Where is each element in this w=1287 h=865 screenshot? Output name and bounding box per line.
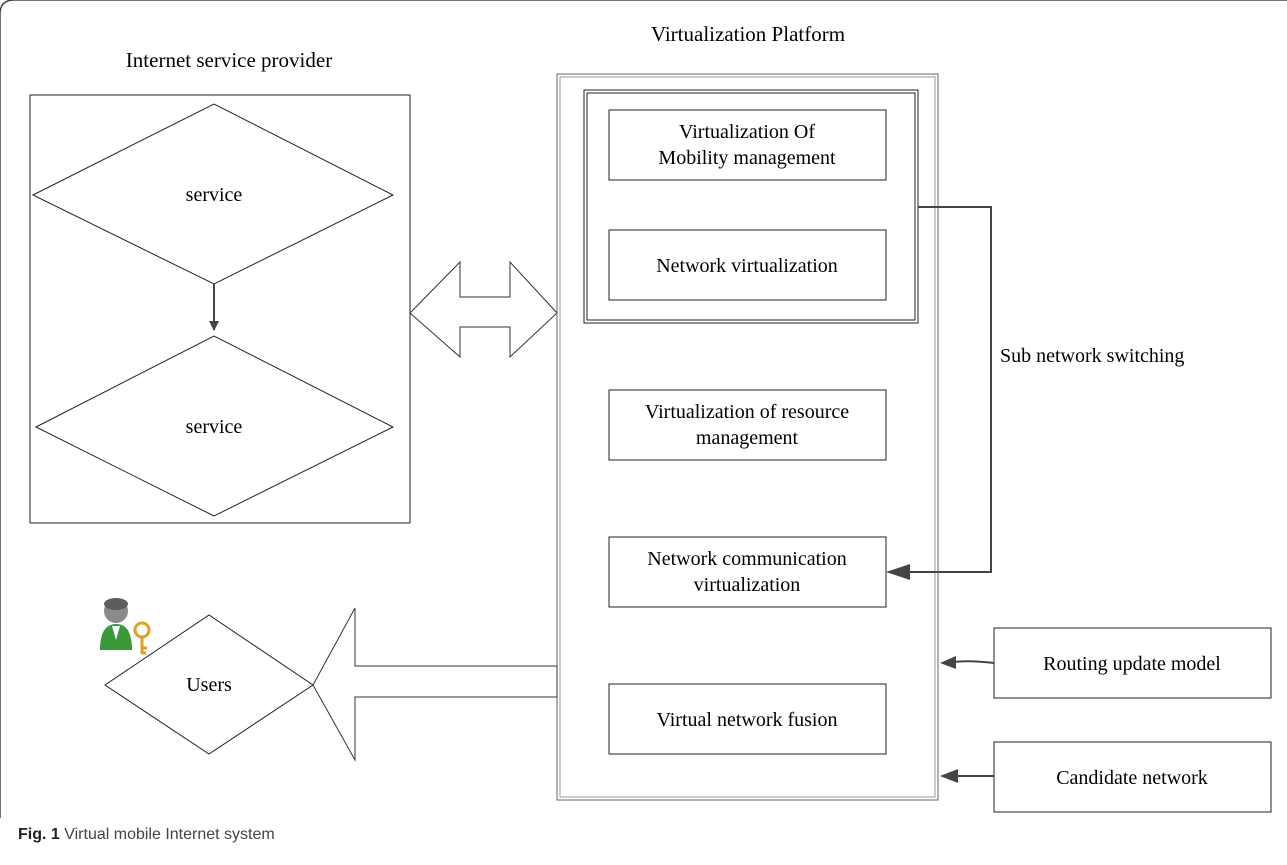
resource-management-box: [608, 389, 887, 461]
routing-update-box: [993, 627, 1272, 699]
isp-box: [29, 94, 411, 524]
mobility-management-box: [608, 109, 887, 181]
fusion-box: [608, 683, 887, 755]
communication-line2: virtualization: [694, 574, 801, 596]
caption-label: Fig. 1: [18, 826, 60, 843]
service-diamond-bottom: [34, 335, 395, 517]
mobility-group-box-inner: [586, 92, 916, 321]
isp-title: Internet service provider: [126, 48, 332, 72]
service-label-bottom: service: [186, 416, 243, 438]
fusion-label: Virtual network fusion: [657, 709, 838, 731]
bidirectional-arrow: [409, 260, 558, 359]
mobility-line2: Mobility management: [658, 147, 836, 169]
caption-text: Virtual mobile Internet system: [64, 826, 275, 843]
platform-title: Virtualization Platform: [651, 22, 845, 46]
routing-arrowhead: [940, 656, 956, 669]
resource-line2: management: [696, 427, 799, 449]
service-label-top: service: [186, 184, 243, 206]
users-label: Users: [186, 674, 232, 696]
resource-line1: Virtualization of resource: [645, 401, 849, 423]
candidate-arrowhead: [940, 769, 958, 783]
network-virtualization-box: [608, 229, 887, 301]
user-key-icon: [100, 598, 151, 655]
sub-network-connector: [896, 206, 992, 573]
sub-network-label: Sub network switching: [1000, 345, 1184, 367]
routing-update-label: Routing update model: [1043, 653, 1221, 675]
service-diamond-top: [31, 103, 395, 285]
figure-caption: Fig. 1 Virtual mobile Internet system: [18, 826, 275, 844]
routing-connector: [951, 660, 995, 664]
users-arrow: [312, 607, 558, 762]
network-virtualization-label: Network virtualization: [656, 255, 838, 277]
outer-border: [0, 0, 1287, 818]
sub-network-arrowhead: [886, 564, 910, 580]
communication-box: [608, 536, 887, 608]
mobility-line1: Virtualization Of: [679, 121, 815, 143]
communication-line1: Network communication: [647, 548, 846, 570]
platform-box-inner: [559, 76, 936, 798]
candidate-network-label: Candidate network: [1056, 767, 1208, 789]
candidate-network-box: [993, 741, 1272, 813]
platform-box-outer: [556, 73, 939, 801]
